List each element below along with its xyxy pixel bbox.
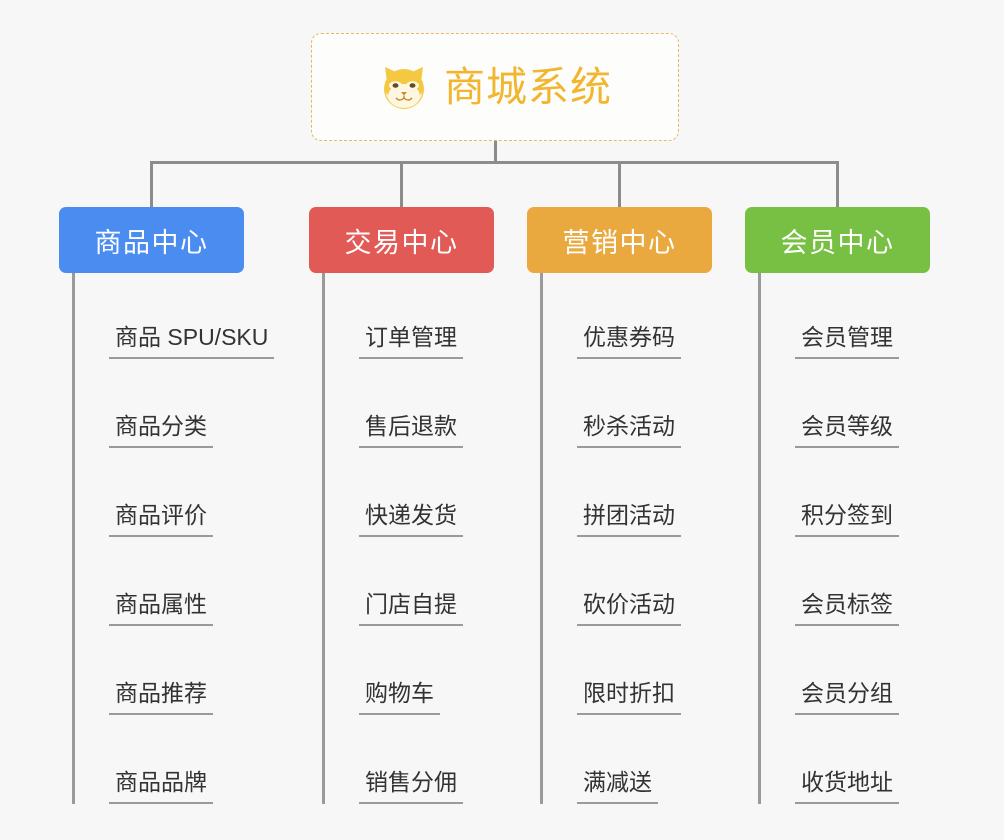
leaf-label: 售后退款	[359, 413, 463, 448]
branch-header-3[interactable]: 营销中心	[527, 207, 712, 273]
leaf-label: 限时折扣	[577, 680, 681, 715]
branch-children-2: 订单管理 售后退款 快递发货 门店自提 购物车 销售分佣	[322, 273, 494, 804]
list-item[interactable]: 购物车	[325, 626, 494, 715]
leaf-label: 销售分佣	[359, 769, 463, 804]
list-item[interactable]: 收货地址	[761, 715, 930, 804]
leaf-label: 商品属性	[109, 591, 213, 626]
leaf-label: 积分签到	[795, 502, 899, 537]
connector-horizontal-bus	[150, 161, 839, 164]
connector-drop-4	[836, 161, 839, 208]
branch-header-label: 会员中心	[780, 227, 895, 258]
branch-header-label: 营销中心	[562, 227, 677, 258]
list-item[interactable]: 商品 SPU/SKU	[75, 273, 275, 359]
list-item[interactable]: 门店自提	[325, 537, 494, 626]
leaf-label: 购物车	[359, 680, 440, 715]
list-item[interactable]: 会员分组	[761, 626, 930, 715]
connector-root-stem	[494, 141, 497, 163]
root-label: 商城系统	[444, 63, 612, 110]
leaf-label: 商品品牌	[109, 769, 213, 804]
branch-header-1[interactable]: 商品中心	[59, 207, 244, 273]
branch-会员中心: 会员中心 会员管理 会员等级 积分签到 会员标签 会员分组 收货地址	[745, 207, 930, 804]
leaf-label: 门店自提	[359, 591, 463, 626]
branch-header-label: 商品中心	[94, 227, 209, 258]
list-item[interactable]: 商品评价	[75, 448, 274, 537]
branch-交易中心: 交易中心 订单管理 售后退款 快递发货 门店自提 购物车 销售分佣	[309, 207, 494, 804]
list-item[interactable]: 满减送	[543, 715, 712, 804]
list-item[interactable]: 优惠券码	[543, 273, 712, 359]
connector-drop-1	[150, 161, 153, 208]
list-item[interactable]: 商品品牌	[75, 715, 274, 804]
list-item[interactable]: 销售分佣	[325, 715, 494, 804]
branch-商品中心: 商品中心 商品 SPU/SKU 商品分类 商品评价 商品属性 商品推荐 商品品牌	[59, 207, 275, 804]
leaf-label: 商品分类	[109, 413, 213, 448]
leaf-label: 商品评价	[109, 502, 213, 537]
connector-drop-2	[400, 161, 403, 208]
list-item[interactable]: 商品分类	[75, 359, 274, 448]
list-item[interactable]: 会员标签	[761, 537, 930, 626]
list-item[interactable]: 限时折扣	[543, 626, 712, 715]
leaf-label: 满减送	[577, 769, 658, 804]
list-item[interactable]: 会员管理	[761, 273, 930, 359]
leaf-label: 会员分组	[795, 680, 899, 715]
list-item[interactable]: 快递发货	[325, 448, 494, 537]
leaf-label: 砍价活动	[577, 591, 681, 626]
leaf-label: 商品推荐	[109, 680, 213, 715]
branch-children-1: 商品 SPU/SKU 商品分类 商品评价 商品属性 商品推荐 商品品牌	[72, 273, 275, 804]
branch-header-2[interactable]: 交易中心	[309, 207, 494, 273]
list-item[interactable]: 商品属性	[75, 537, 274, 626]
list-item[interactable]: 会员等级	[761, 359, 930, 448]
list-item[interactable]: 拼团活动	[543, 448, 712, 537]
leaf-label: 拼团活动	[577, 502, 681, 537]
list-item[interactable]: 商品推荐	[75, 626, 274, 715]
branch-营销中心: 营销中心 优惠券码 秒杀活动 拼团活动 砍价活动 限时折扣 满减送	[527, 207, 712, 804]
branch-header-label: 交易中心	[344, 227, 459, 258]
leaf-label: 快递发货	[359, 502, 463, 537]
list-item[interactable]: 售后退款	[325, 359, 494, 448]
branch-children-4: 会员管理 会员等级 积分签到 会员标签 会员分组 收货地址	[758, 273, 930, 804]
leaf-label: 秒杀活动	[577, 413, 681, 448]
branch-children-3: 优惠券码 秒杀活动 拼团活动 砍价活动 限时折扣 满减送	[540, 273, 712, 804]
leaf-label: 商品 SPU/SKU	[109, 324, 275, 359]
list-item[interactable]: 秒杀活动	[543, 359, 712, 448]
root-node[interactable]: 商城系统	[311, 33, 679, 141]
leaf-label: 订单管理	[359, 324, 463, 359]
leaf-label: 会员等级	[795, 413, 899, 448]
branch-header-4[interactable]: 会员中心	[745, 207, 930, 273]
connector-drop-3	[618, 161, 621, 208]
leaf-label: 收货地址	[795, 769, 899, 804]
list-item[interactable]: 订单管理	[325, 273, 494, 359]
leaf-label: 会员管理	[795, 324, 899, 359]
shiba-dog-icon	[378, 61, 430, 113]
leaf-label: 优惠券码	[577, 324, 681, 359]
list-item[interactable]: 砍价活动	[543, 537, 712, 626]
list-item[interactable]: 积分签到	[761, 448, 930, 537]
leaf-label: 会员标签	[795, 591, 899, 626]
